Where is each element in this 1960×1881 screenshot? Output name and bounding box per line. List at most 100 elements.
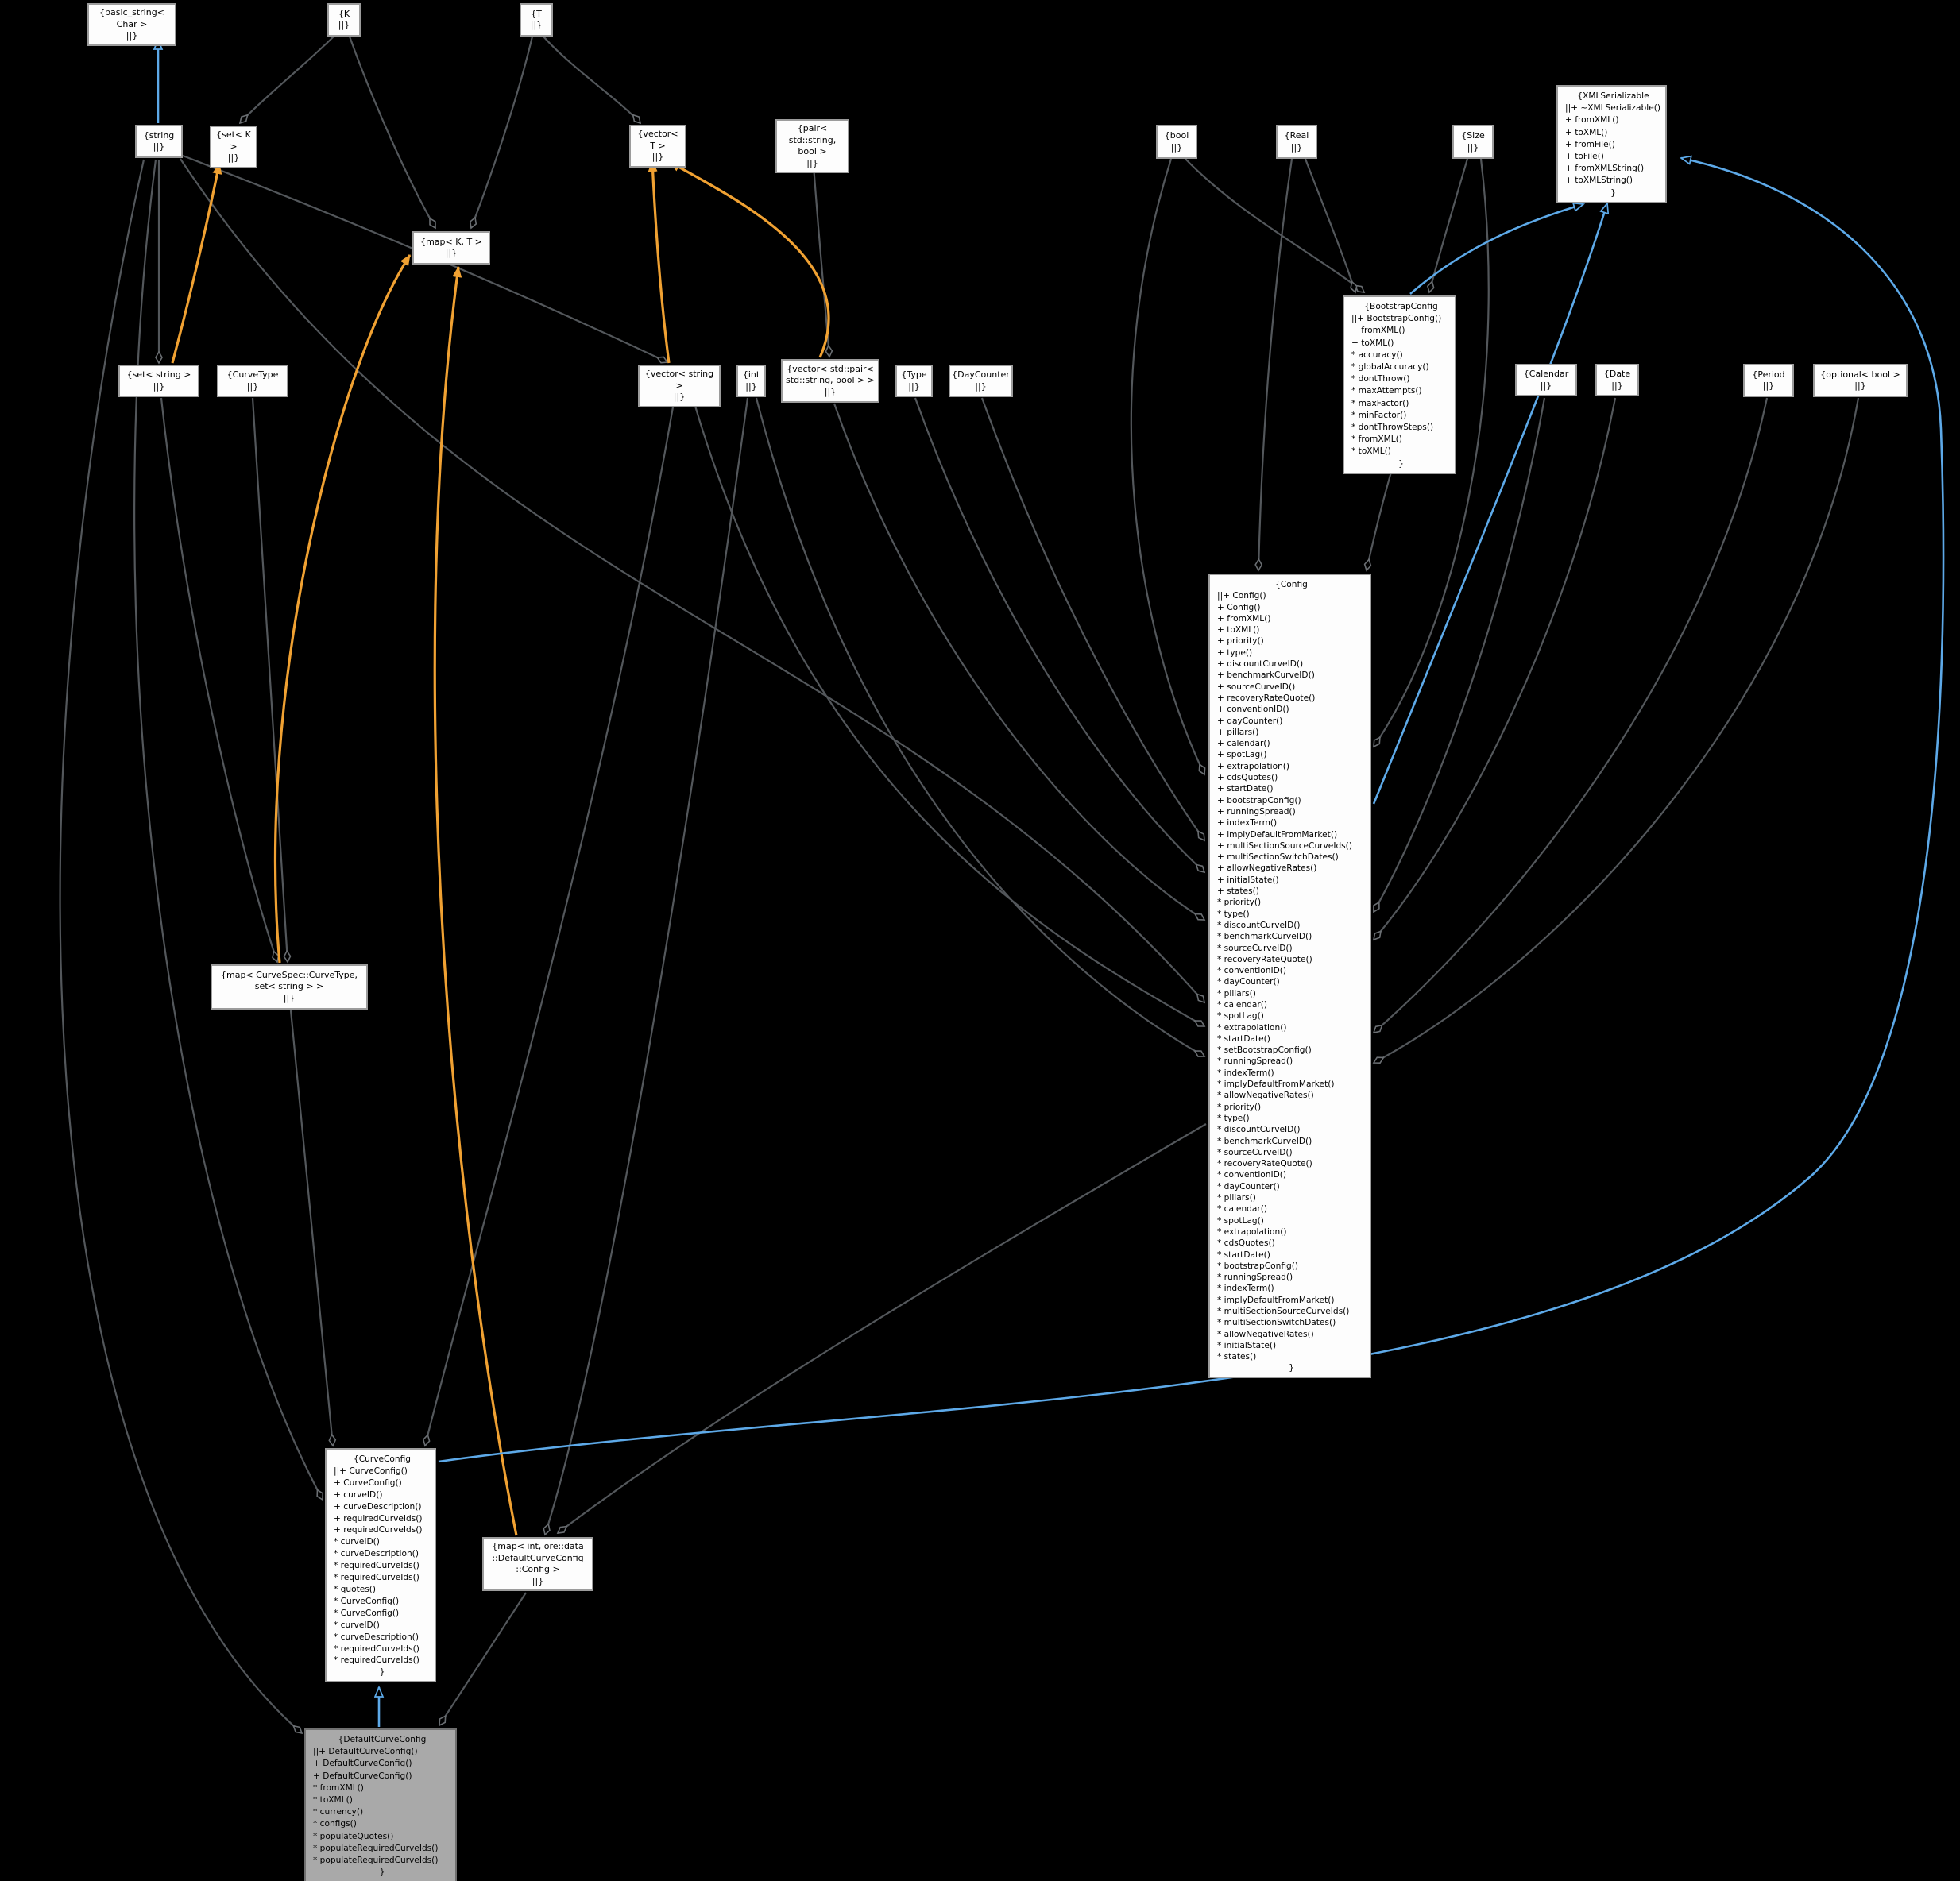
node-default-curve-config-title: {DefaultCurveConfig bbox=[338, 1735, 427, 1744]
edge-bool-to-bootstrap-config bbox=[1185, 158, 1364, 292]
node-type-label: {Type||} bbox=[901, 369, 927, 392]
node-calendar[interactable]: {Calendar||} bbox=[1515, 364, 1577, 396]
node-map-int-config[interactable]: {map< int, ore::data::DefaultCurveConfig… bbox=[482, 1537, 593, 1591]
edge-period-to-config bbox=[1374, 397, 1769, 1033]
node-config-members: ||+ Config()+ Config()+ fromXML()+ toXML… bbox=[1217, 591, 1352, 1362]
node-size[interactable]: {Size||} bbox=[1452, 125, 1494, 159]
node-t[interactable]: {T||} bbox=[520, 3, 553, 37]
node-bootstrap-config-title: {BootstrapConfig bbox=[1364, 302, 1438, 311]
node-curve-config-close: } bbox=[379, 1667, 385, 1678]
node-t-label: {T||} bbox=[530, 8, 543, 31]
edge-bootstrap-config-inherits-xml-serializable bbox=[1409, 204, 1583, 295]
node-xml-serializable-members: ||+ ~XMLSerializable()+ fromXML()+ toXML… bbox=[1565, 103, 1660, 186]
edge-vector-string-to-vector-t-template bbox=[648, 160, 671, 364]
edge-calendar-to-config bbox=[1373, 397, 1546, 912]
node-pair-string-bool-label: {pair< std::string,bool >||} bbox=[788, 123, 837, 168]
node-xml-serializable-title: {XMLSerializable bbox=[1577, 91, 1649, 101]
node-map-curvespec[interactable]: {map< CurveSpec::CurveType,set< string >… bbox=[211, 964, 368, 1010]
node-default-curve-config[interactable]: {DefaultCurveConfig ||+ DefaultCurveConf… bbox=[304, 1728, 457, 1881]
edge-map-curvespec-to-map-k-t-template bbox=[273, 254, 412, 964]
edge-string-to-default-curve-config bbox=[59, 159, 302, 1733]
node-optional-bool-label: {optional< bool >||} bbox=[1820, 369, 1900, 392]
node-basic-string-label: {basic_string< Char >||} bbox=[99, 7, 164, 41]
node-pair-string-bool[interactable]: {pair< std::string,bool >||} bbox=[775, 119, 849, 173]
node-bootstrap-config[interactable]: {BootstrapConfig ||+ BootstrapConfig()+ … bbox=[1343, 295, 1456, 474]
node-default-curve-config-members: ||+ DefaultCurveConfig()+ DefaultCurveCo… bbox=[313, 1747, 439, 1866]
node-config[interactable]: {Config ||+ Config()+ Config()+ fromXML(… bbox=[1208, 574, 1371, 1378]
node-set-k-label: {set< K >||} bbox=[216, 129, 251, 163]
edge-vector-string-to-config bbox=[691, 397, 1204, 1027]
edge-size-to-config bbox=[1374, 158, 1490, 747]
node-day-counter[interactable]: {DayCounter||} bbox=[949, 365, 1013, 397]
node-map-int-config-label: {map< int, ore::data::DefaultCurveConfig… bbox=[492, 1541, 584, 1586]
edge-date-to-config bbox=[1374, 397, 1617, 940]
node-int-label: {int||} bbox=[742, 369, 760, 392]
node-optional-bool[interactable]: {optional< bool >||} bbox=[1813, 364, 1908, 397]
node-set-string-label: {set< string >||} bbox=[126, 369, 191, 392]
node-set-string[interactable]: {set< string >||} bbox=[118, 365, 199, 397]
node-config-title: {Config bbox=[1275, 580, 1308, 589]
edge-set-string-to-map-curvespec bbox=[160, 397, 277, 962]
node-map-k-t[interactable]: {map< K, T >||} bbox=[412, 231, 490, 265]
edge-t-to-vector-t bbox=[543, 36, 640, 123]
node-string[interactable]: {string||} bbox=[135, 125, 183, 158]
edge-real-to-bootstrap-config bbox=[1304, 158, 1355, 292]
node-k[interactable]: {K||} bbox=[327, 3, 361, 37]
edge-vector-pair-to-config bbox=[833, 403, 1204, 921]
node-int[interactable]: {int||} bbox=[736, 365, 766, 397]
node-period[interactable]: {Period||} bbox=[1743, 364, 1794, 397]
node-size-label: {Size||} bbox=[1461, 130, 1485, 153]
node-map-curvespec-label: {map< CurveSpec::CurveType,set< string >… bbox=[220, 969, 358, 1003]
node-type[interactable]: {Type||} bbox=[895, 365, 933, 397]
node-day-counter-label: {DayCounter||} bbox=[952, 369, 1010, 392]
node-vector-pair[interactable]: {vector< std::pair<std::string, bool > >… bbox=[781, 359, 879, 403]
node-map-k-t-label: {map< K, T >||} bbox=[420, 236, 482, 259]
node-xml-serializable[interactable]: {XMLSerializable ||+ ~XMLSerializable()+… bbox=[1556, 85, 1667, 203]
node-curve-config[interactable]: {CurveConfig ||+ CurveConfig()+ CurveCon… bbox=[325, 1448, 436, 1683]
edge-t-to-map-k-t bbox=[471, 36, 534, 228]
node-string-label: {string||} bbox=[143, 129, 175, 153]
node-bootstrap-config-close: } bbox=[1398, 458, 1404, 469]
node-curve-config-members: ||+ CurveConfig()+ CurveConfig()+ curveI… bbox=[334, 1466, 423, 1666]
edge-bootstrap-config-to-config bbox=[1367, 469, 1394, 570]
edge-k-to-set-k bbox=[240, 36, 334, 123]
node-curve-config-title: {CurveConfig bbox=[354, 1454, 411, 1464]
edge-daycounter-to-config bbox=[980, 397, 1204, 840]
edge-bool-to-config bbox=[1130, 158, 1204, 774]
edge-vector-string-to-curve-config bbox=[425, 397, 676, 1446]
edge-real-to-config bbox=[1258, 158, 1293, 570]
node-bool-label: {bool||} bbox=[1164, 130, 1189, 153]
node-bool[interactable]: {bool||} bbox=[1156, 125, 1197, 159]
node-k-label: {K||} bbox=[338, 8, 350, 31]
edge-string-to-curve-config bbox=[133, 159, 323, 1500]
node-real-label: {Real||} bbox=[1284, 130, 1309, 153]
edge-string-to-vector-string bbox=[182, 154, 667, 362]
node-default-curve-config-close: } bbox=[379, 1867, 385, 1878]
node-basic-string[interactable]: {basic_string< Char >||} bbox=[87, 3, 176, 46]
edge-config-inherits-xml-serializable bbox=[1372, 203, 1607, 805]
edge-type-to-config bbox=[914, 397, 1204, 872]
node-xml-serializable-close: } bbox=[1610, 187, 1616, 198]
edge-vector-pair-to-vector-t-template bbox=[669, 160, 830, 358]
edge-map-curvespec-to-curve-config bbox=[289, 1010, 333, 1446]
node-vector-t-label: {vector< T >||} bbox=[637, 129, 678, 162]
edge-set-string-to-set-k-template bbox=[171, 163, 222, 364]
node-calendar-label: {Calendar||} bbox=[1523, 369, 1569, 391]
node-vector-t[interactable]: {vector< T >||} bbox=[629, 125, 686, 168]
edge-map-int-config-to-map-k-t-template bbox=[433, 266, 518, 1536]
node-period-label: {Period||} bbox=[1752, 369, 1785, 392]
edge-optional-bool-to-config bbox=[1374, 397, 1860, 1063]
edge-map-int-config-to-default-curve-config bbox=[439, 1592, 527, 1725]
edge-k-to-map-k-t bbox=[348, 36, 436, 228]
node-date[interactable]: {Date||} bbox=[1595, 364, 1639, 396]
node-config-close: } bbox=[1289, 1363, 1294, 1373]
node-vector-string[interactable]: {vector< string >||} bbox=[638, 365, 721, 407]
node-vector-pair-label: {vector< std::pair<std::string, bool > >… bbox=[786, 363, 875, 397]
node-real[interactable]: {Real||} bbox=[1276, 125, 1317, 159]
node-vector-string-label: {vector< string >||} bbox=[644, 369, 714, 402]
node-curve-type-label: {CurveType||} bbox=[226, 369, 279, 392]
node-set-k[interactable]: {set< K >||} bbox=[210, 126, 257, 168]
node-curve-type[interactable]: {CurveType||} bbox=[217, 365, 288, 397]
node-bootstrap-config-members: ||+ BootstrapConfig()+ fromXML()+ toXML(… bbox=[1351, 314, 1442, 457]
